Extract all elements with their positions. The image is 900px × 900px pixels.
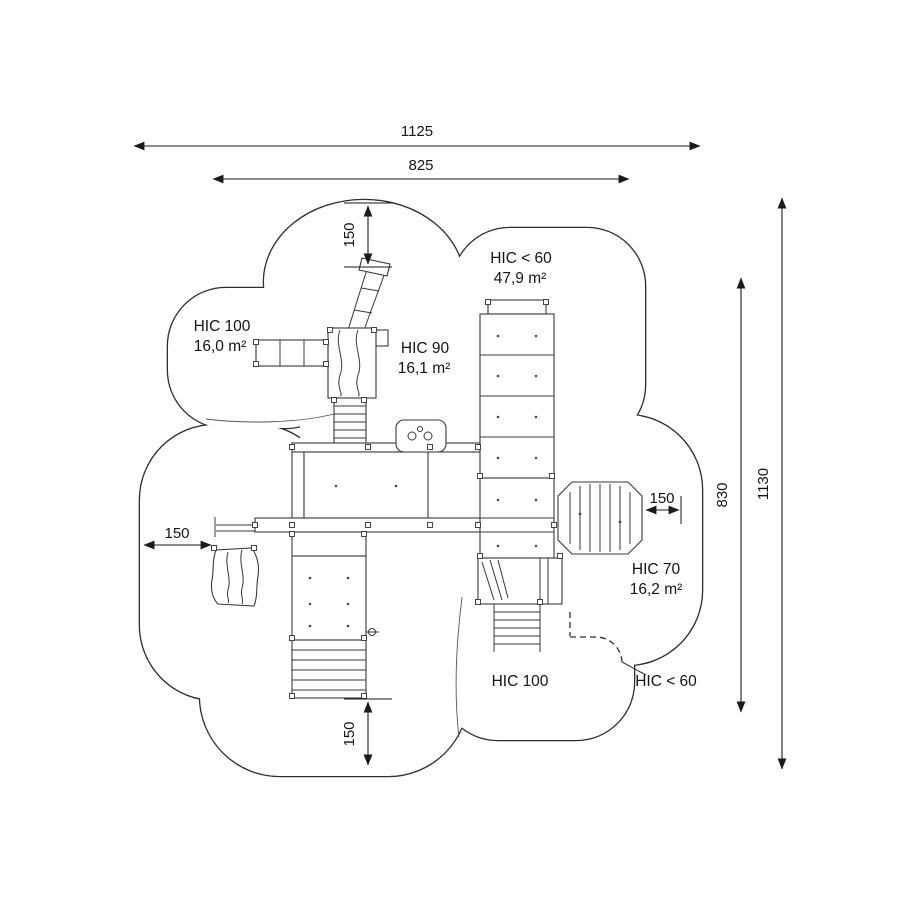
dim-width-inner: 825 xyxy=(408,157,433,174)
ladder-upper xyxy=(333,397,367,445)
zone-label-hic60-top: HIC < 60 xyxy=(490,250,552,267)
zone-area-hic70: 16,2 m² xyxy=(630,581,683,598)
ladder-bottom xyxy=(493,604,541,652)
zone-label-hic60-bottom: HIC < 60 xyxy=(635,673,697,690)
tower-lower-left xyxy=(291,531,367,699)
zone-labels: HIC 100 16,0 m² HIC 90 16,1 m² HIC < 60 … xyxy=(194,250,698,690)
dim-width-total: 1125 xyxy=(401,123,433,140)
dim-offset-top: 150 xyxy=(341,222,358,247)
net-tower xyxy=(479,299,555,479)
platform-lower-right xyxy=(477,557,563,605)
zone-label-hic100-left: HIC 100 xyxy=(194,318,251,335)
hic60-dashed-boundary xyxy=(569,612,647,676)
structure-posts xyxy=(211,299,563,699)
dim-offset-bottom: 150 xyxy=(341,721,358,746)
connector-left xyxy=(291,451,305,519)
octagon-deck xyxy=(557,481,643,555)
dimension-labels: 1125 825 1130 830 150 150 150 150 xyxy=(164,123,772,747)
zone-label-hic90: HIC 90 xyxy=(401,340,450,357)
dim-height-total: 1130 xyxy=(755,468,772,500)
bridge xyxy=(255,339,329,367)
dimension-lines xyxy=(133,141,787,770)
climbing-tower xyxy=(327,327,389,399)
dim-offset-right: 150 xyxy=(649,490,674,507)
zone-area-hic100-left: 16,0 m² xyxy=(194,338,247,355)
zone-label-hic70: HIC 70 xyxy=(632,561,681,578)
zone-area-hic60-top: 47,9 m² xyxy=(494,270,547,287)
walkway-upper xyxy=(291,442,481,453)
zone-area-hic90: 16,1 m² xyxy=(398,360,451,377)
dim-offset-left: 150 xyxy=(164,525,189,542)
fireman-pole xyxy=(366,628,379,636)
zone-label-hic100-bottom: HIC 100 xyxy=(492,673,549,690)
dim-height-inner: 830 xyxy=(714,482,731,507)
platform-central xyxy=(303,451,429,519)
play-structure xyxy=(210,257,643,699)
platform-right xyxy=(479,477,555,559)
climbing-wall-left xyxy=(210,517,260,607)
play-panel xyxy=(395,419,447,453)
